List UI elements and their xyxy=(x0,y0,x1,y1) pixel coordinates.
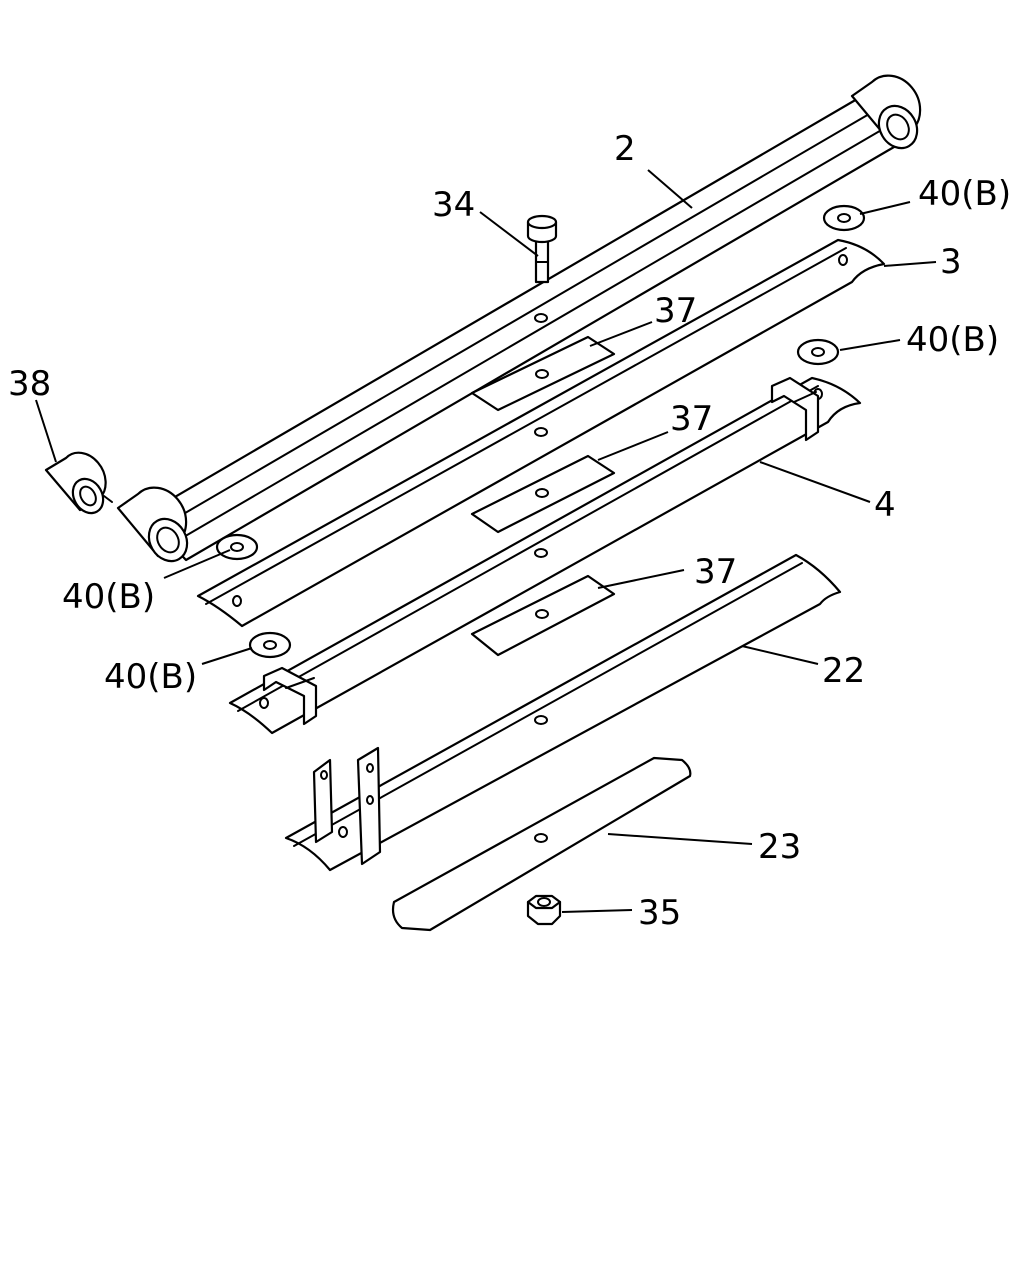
callout-34: 34 xyxy=(432,185,475,225)
callout-38: 38 xyxy=(8,364,51,404)
callout-2: 2 xyxy=(614,129,636,169)
callout-23: 23 xyxy=(758,827,801,867)
callout-3: 3 xyxy=(940,242,962,282)
leaf-part-23 xyxy=(391,756,692,932)
callout-22: 22 xyxy=(822,651,865,691)
main-leaf-part-2 xyxy=(116,74,922,563)
callout-4: 4 xyxy=(874,485,896,525)
callout-labels: 2 34 40(B) 3 37 40(B) 38 37 4 37 40(B) 2… xyxy=(8,129,1011,933)
nut-part-35 xyxy=(526,894,562,926)
leaf-part-3 xyxy=(196,238,886,628)
callout-40b-top: 40(B) xyxy=(918,174,1011,214)
center-bolt-part-34 xyxy=(526,214,558,284)
bushing-part-38 xyxy=(44,451,113,515)
callout-35: 35 xyxy=(638,893,681,933)
callout-37-bottom: 37 xyxy=(694,552,737,592)
callout-40b-right: 40(B) xyxy=(906,320,999,360)
leaf-part-4 xyxy=(228,376,862,735)
callout-40b-bottom: 40(B) xyxy=(104,657,197,697)
washer-part-40b xyxy=(215,204,866,659)
leaf-part-22 xyxy=(284,553,842,872)
callout-40b-left: 40(B) xyxy=(62,577,155,617)
callout-37-middle: 37 xyxy=(670,399,713,439)
callout-37-top: 37 xyxy=(654,291,697,331)
leader-lines xyxy=(35,169,937,913)
